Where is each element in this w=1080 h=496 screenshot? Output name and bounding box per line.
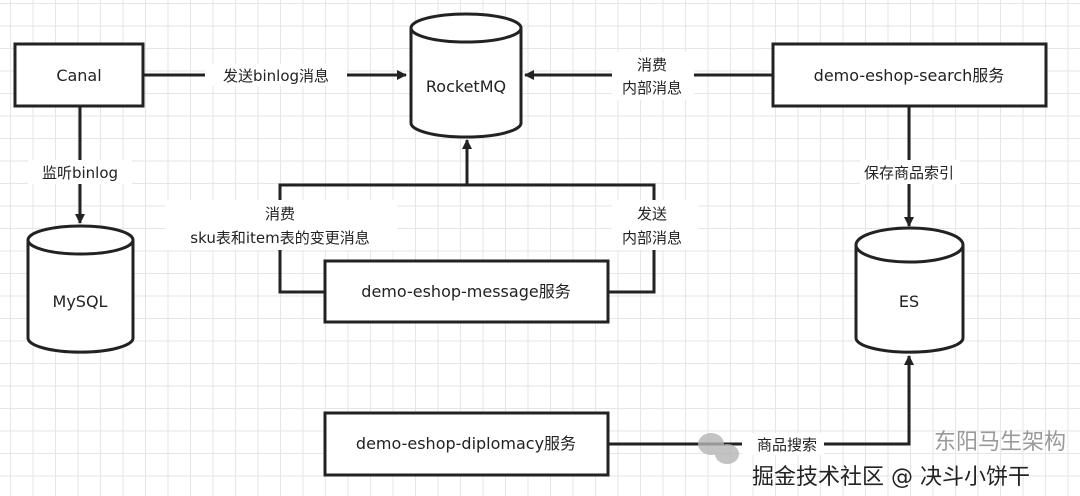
edge-diplomacy-to-es xyxy=(608,355,914,446)
node-rocketmq xyxy=(409,12,523,139)
edge-label-save-index: 保存商品索引 xyxy=(864,164,954,182)
search-label: demo-eshop-search服务 xyxy=(814,66,1005,85)
edge-label-message-consume-1: 消费 xyxy=(265,205,295,223)
rocketmq-label: RocketMQ xyxy=(426,77,506,96)
edge-label-backgrounds xyxy=(28,52,960,455)
edge-label-search-consume-2: 内部消息 xyxy=(622,79,682,97)
node-diplomacy xyxy=(323,411,610,477)
edge-label-product-search: 商品搜索 xyxy=(757,436,817,454)
wechat-icon xyxy=(698,433,739,464)
node-message xyxy=(323,259,610,324)
es-label: ES xyxy=(899,292,919,311)
edge-label-listen-binlog: 监听binlog xyxy=(42,164,118,182)
canal-label: Canal xyxy=(56,66,101,85)
edge-label-message-consume-2: sku表和item表的变更消息 xyxy=(190,229,369,247)
edge-label-send-binlog: 发送binlog消息 xyxy=(223,67,329,85)
mysql-label: MySQL xyxy=(53,292,108,311)
diplomacy-label: demo-eshop-diplomacy服务 xyxy=(356,434,576,453)
edge-label-message-send-1: 发送 xyxy=(637,205,667,223)
node-es xyxy=(854,226,965,354)
message-label: demo-eshop-message服务 xyxy=(361,282,570,301)
edge-label-message-send-2: 内部消息 xyxy=(622,229,682,247)
node-search xyxy=(771,42,1048,108)
watermark-credit: 掘金技术社区 @ 决斗小饼干 xyxy=(752,465,1030,490)
node-canal xyxy=(13,42,145,108)
watermark-channel: 东阳马生架构 xyxy=(934,430,1066,455)
edge-label-search-consume-1: 消费 xyxy=(637,56,667,74)
node-mysql xyxy=(26,224,135,354)
